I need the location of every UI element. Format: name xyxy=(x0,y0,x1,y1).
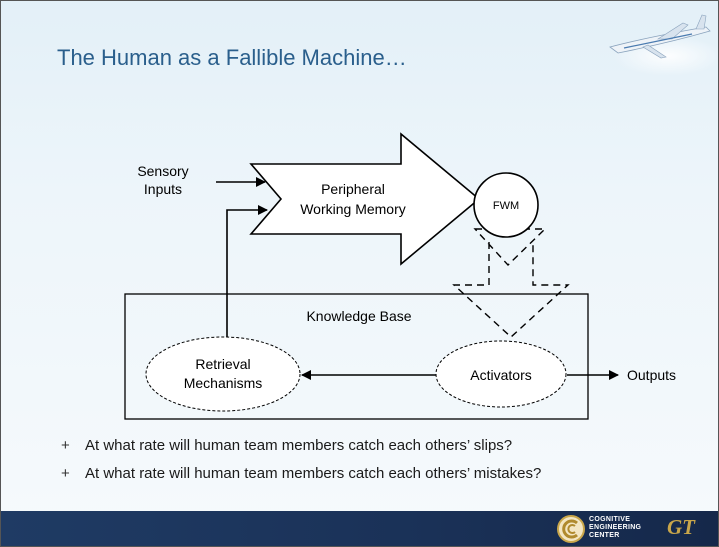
activators-label: Activators xyxy=(470,367,531,383)
fwm-label: FWM xyxy=(493,200,519,212)
activators-ellipse xyxy=(435,340,567,408)
slide-title: The Human as a Fallible Machine… xyxy=(57,45,407,70)
cec-line-engineering: Engineering xyxy=(589,524,642,531)
cec-line-center: Center xyxy=(589,532,620,539)
bullet-item: + At what rate will human team members ca… xyxy=(61,437,541,454)
cec-wordmark: Cognitive Engineering Center xyxy=(589,516,641,540)
bullet-text: At what rate will human team members cat… xyxy=(85,465,542,482)
dashed-arrow-to-activators xyxy=(452,228,570,338)
retrieval-label-line1: Retrieval xyxy=(195,356,250,372)
sensory-inputs-label-line1: Sensory xyxy=(137,163,188,179)
sensory-inputs-label-line2: Inputs xyxy=(144,181,182,197)
bullet-list: + At what rate will human team members ca… xyxy=(61,437,541,493)
retrieval-mechanisms-ellipse xyxy=(145,336,301,412)
bullet-text: At what rate will human team members cat… xyxy=(85,437,513,454)
knowledge-base-box xyxy=(124,293,589,420)
footer-bar: Cognitive Engineering Center GT xyxy=(1,511,718,546)
outputs-label: Outputs xyxy=(627,367,676,383)
fallible-machine-diagram: Sensory Inputs Peripheral Working Memory… xyxy=(124,132,676,420)
bullet-marker: + xyxy=(61,465,70,482)
bullet-marker: + xyxy=(61,437,70,454)
fwm-circle xyxy=(473,172,539,238)
feedback-arrow xyxy=(226,205,268,337)
retrieval-label-line2: Mechanisms xyxy=(184,375,263,391)
airplane-icon xyxy=(609,14,718,76)
bullet-item: + At what rate will human team members ca… xyxy=(61,465,541,482)
cec-line-cognitive: Cognitive xyxy=(589,516,631,523)
peripheral-working-memory-arrow xyxy=(249,132,481,266)
pwm-label-line2: Working Memory xyxy=(300,201,406,217)
gt-logo: GT xyxy=(667,515,695,539)
cec-logo-icon xyxy=(557,515,585,543)
knowledge-base-label: Knowledge Base xyxy=(306,308,411,324)
pwm-label-line1: Peripheral xyxy=(321,181,385,197)
